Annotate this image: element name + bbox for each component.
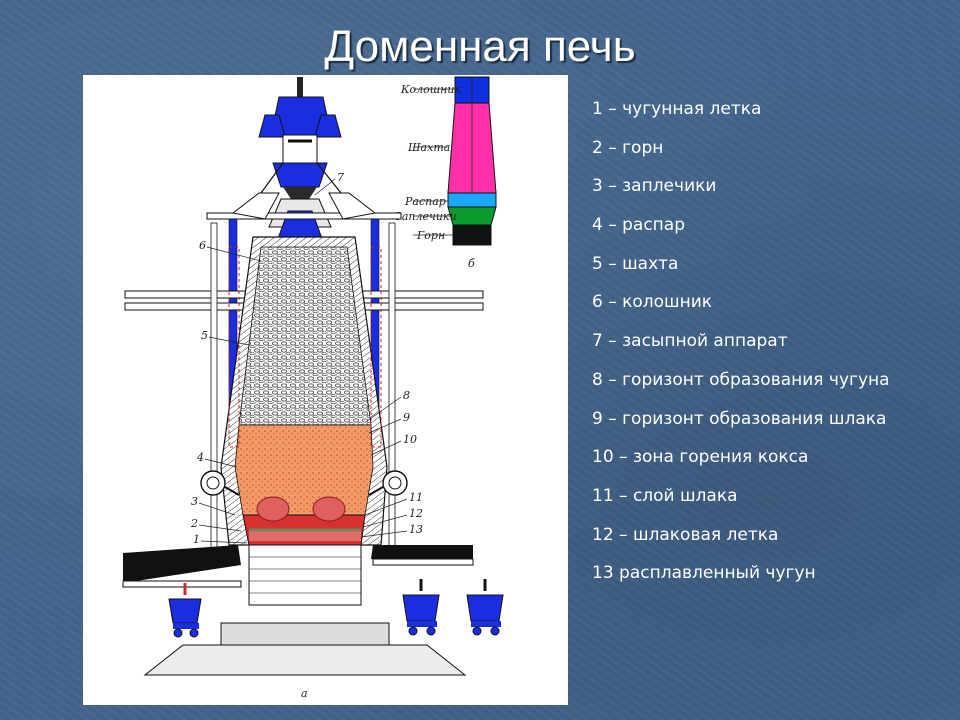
callout-2: 2: [190, 517, 198, 530]
legend-item-4: 4 – распар: [592, 215, 686, 236]
label-zaplechiki: Заплечики: [395, 210, 457, 223]
legend-item-7: 7 – засыпной аппарат: [592, 331, 788, 352]
legend-item-2: 2 – горн: [592, 137, 664, 158]
callout-13: 13: [409, 523, 423, 536]
callout-5: 5: [201, 329, 208, 342]
legend-item-3: 3 – заплечики: [592, 176, 717, 197]
cast-house: [122, 545, 474, 676]
label-gorn: Горн: [416, 229, 445, 242]
blast-furnace-diagram: Колошник Шахта Распар Заплечики Горн б: [83, 75, 568, 705]
callout-8: 8: [403, 389, 410, 402]
legend-item-10: 10 – зона горения кокса: [592, 447, 809, 468]
label-a: а: [301, 687, 308, 700]
legend-list: 1 – чугунная летка 2 – горн 3 – заплечик…: [592, 98, 952, 601]
zone-column: [413, 76, 497, 246]
legend-item-6: 6 – колошник: [592, 292, 713, 313]
callout-3: 3: [191, 495, 198, 508]
callout-4: 4: [196, 451, 204, 464]
callout-lines: [198, 178, 408, 544]
legend-item-11: 11 – слой шлака: [592, 485, 738, 506]
ladle-car-left: [168, 583, 202, 638]
legend-item-12: 12 – шлаковая летка: [592, 524, 779, 545]
ladle-car-right: [466, 579, 504, 636]
legend-item-8: 8 – горизонт образования чугуна: [592, 369, 890, 390]
legend-item-5: 5 – шахта: [592, 253, 679, 274]
label-shakhta: Шахта: [407, 141, 450, 154]
label-b: б: [468, 257, 475, 270]
callout-7: 7: [337, 171, 344, 184]
callout-6: 6: [199, 239, 206, 252]
callout-12: 12: [409, 507, 423, 520]
label-raspar: Распар: [404, 195, 446, 208]
callout-1: 1: [193, 533, 200, 546]
legend-item-9: 9 – горизонт образования шлака: [592, 408, 887, 429]
legend-item-1: 1 – чугунная летка: [592, 99, 762, 119]
charging-apparatus: [258, 77, 342, 248]
callout-10: 10: [403, 433, 417, 446]
tuyere-ring: [200, 470, 408, 496]
label-kolosnik: Колошник: [400, 83, 462, 96]
legend-item-13: 13 расплавленный чугун: [592, 563, 816, 584]
callout-11: 11: [409, 491, 423, 504]
slide-title: Доменная печь: [324, 22, 636, 71]
callout-9: 9: [403, 411, 410, 424]
furnace-shell: [220, 236, 388, 606]
ladle-car-middle: [402, 579, 440, 636]
